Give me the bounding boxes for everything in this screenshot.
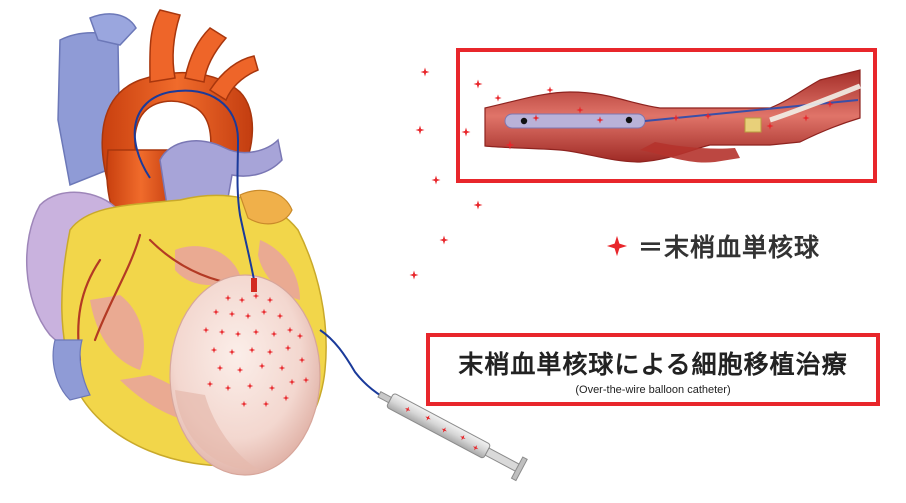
aortic-branch xyxy=(185,28,226,82)
mononuclear-cell xyxy=(474,201,483,210)
title-box: 末梢血単核球による細胞移植治療 (Over-the-wire balloon c… xyxy=(426,333,880,406)
mononuclear-cell xyxy=(440,236,449,245)
inset-frame xyxy=(456,48,877,183)
legend-label: ＝末梢血単核球 xyxy=(638,228,820,264)
mononuclear-cell xyxy=(421,68,430,77)
heart-illustration xyxy=(27,10,392,475)
catheter-line xyxy=(320,330,392,402)
mononuclear-cell xyxy=(432,176,441,185)
syringe-needle-hub xyxy=(378,392,391,403)
catheter-tip xyxy=(251,278,257,292)
mononuclear-cell xyxy=(416,126,425,135)
infusion-region xyxy=(170,275,320,475)
mononuclear-cell-icon xyxy=(606,235,628,257)
mononuclear-cell xyxy=(410,271,419,280)
syringe-plunger xyxy=(485,448,521,472)
legend: ＝末梢血単核球 xyxy=(606,228,820,264)
aortic-branch xyxy=(150,10,180,82)
title-sub: (Over-the-wire balloon catheter) xyxy=(430,384,876,396)
title-main: 末梢血単核球による細胞移植治療 xyxy=(430,345,876,381)
